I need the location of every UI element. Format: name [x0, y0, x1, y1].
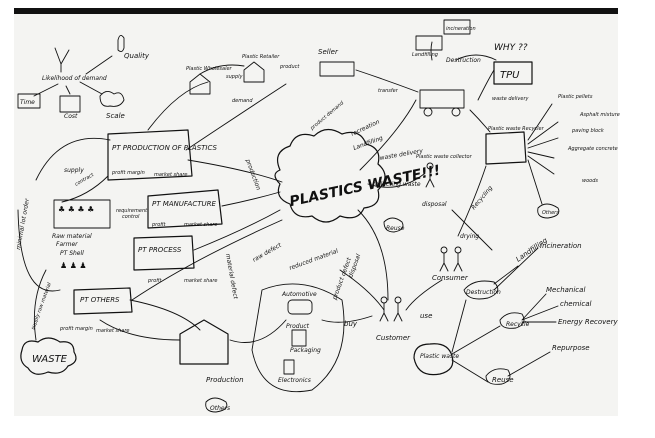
incineration-top-label: incineration	[446, 26, 476, 32]
chemical-tree-label: chemical	[560, 300, 591, 308]
reuse-tree-label: Reuse	[492, 376, 514, 384]
demand-top-label: demand	[232, 98, 253, 104]
top-black-bar	[14, 8, 618, 14]
svg-text:♟ ♟ ♟: ♟ ♟ ♟	[60, 261, 87, 270]
mechanical-tree-label: Mechanical	[546, 286, 585, 294]
waste-delivery-right-label: waste delivery	[492, 96, 530, 102]
recycle-tree-label: Recycle	[506, 321, 530, 328]
manufacture-label: PT MANUFACTURE	[152, 200, 216, 208]
waste-label: WASTE	[32, 354, 68, 365]
destruction-tree-label: Destruction	[466, 289, 501, 296]
landfilling-top-label: Landfilling	[412, 52, 438, 58]
production-profit: profit margin	[111, 170, 145, 176]
manufacture-profit: profit	[151, 222, 167, 228]
plastic-waste-collector-label: Plastic waste collector	[416, 154, 473, 160]
others-profit: profit margin	[59, 326, 93, 332]
automotive-label: Automotive	[281, 291, 317, 298]
production-market: market share	[154, 172, 187, 178]
paving-label: paving block	[571, 128, 605, 134]
others-product-label: Others	[210, 405, 230, 412]
likelihood-label: Likelihood of demand	[42, 75, 107, 82]
product-top-label: product	[279, 64, 300, 70]
production-label: Production	[206, 376, 244, 384]
supply-raw-2: supply	[64, 167, 84, 174]
buy-label: buy	[344, 320, 358, 328]
seller-label: Seller	[318, 48, 339, 56]
factory-process: PT PROCESS profit market share	[133, 235, 217, 284]
waste-cloud: WASTE	[20, 337, 77, 375]
factory-production: PT PRODUCTION OF PLASTICS profit margin …	[107, 129, 218, 181]
top-left-cluster: Likelihood of demand Time Cost Scale Qua…	[17, 35, 150, 120]
time-label: Time	[20, 99, 35, 106]
scale-label: Scale	[106, 112, 125, 120]
drying-label: drying	[460, 233, 479, 240]
recycler-group: Plastic waste Recycler Plastic pellets A…	[485, 94, 620, 219]
disposal-mid-label: disposal	[422, 201, 447, 208]
product-label: Product	[286, 323, 310, 330]
electronics-label: Electronics	[278, 377, 311, 384]
paper-background	[14, 10, 618, 416]
incineration-tree-label: Incineration	[540, 242, 582, 250]
why-label: WHY ??	[494, 43, 528, 53]
others-market: market share	[96, 328, 129, 334]
aggregate-label: Aggregate concrete	[567, 146, 618, 152]
others-factory-label: PT OTHERS	[80, 296, 120, 304]
plastic-waste-label: Plastic waste	[420, 353, 459, 360]
raw-material-label: Raw material	[52, 233, 92, 240]
process-profit: profit	[147, 278, 163, 284]
process-label: PT PROCESS	[138, 246, 182, 254]
cost-label: Cost	[64, 113, 78, 120]
control-label: control	[122, 214, 140, 220]
connectors	[17, 41, 497, 343]
collecting-waste-label: collecting waste	[372, 181, 421, 188]
pt-shell-label: PT Shell	[60, 250, 84, 257]
reuse-small-label: Reuse	[386, 225, 405, 232]
production-factory-label: PT PRODUCTION OF PLASTICS	[112, 144, 218, 152]
supply-top-label: supply	[226, 74, 244, 80]
plastic-retailer-label: Plastic Retailer	[242, 54, 280, 60]
svg-text:♣ ♣ ♣ ♣: ♣ ♣ ♣ ♣	[58, 205, 94, 214]
transfer-label: transfer	[378, 88, 399, 94]
customer-label: Customer	[376, 334, 411, 342]
manufacture-market: market share	[184, 222, 217, 228]
energy-recovery-tree-label: Energy Recovery	[558, 318, 618, 326]
tpu-group: Landfilling incineration Destruction WHY…	[412, 19, 533, 102]
consumer-label: Consumer	[432, 274, 469, 282]
packaging-label: Packaging	[290, 347, 321, 354]
factory-others: PT OTHERS profit margin market share	[59, 287, 133, 334]
others-recycled-label: Others	[542, 210, 559, 216]
destruction-top-label: Destruction	[446, 57, 481, 64]
pellets-label: Plastic pellets	[558, 94, 593, 100]
use-label: use	[420, 312, 432, 320]
production-building: Production	[179, 319, 244, 384]
process-market: market share	[184, 278, 217, 284]
asphalt-label: Asphalt mixture	[579, 112, 620, 118]
quality-label: Quality	[124, 52, 150, 60]
farmer-label: Farmer	[56, 241, 78, 248]
tpu-label: TPU	[500, 70, 520, 81]
requirement-label: requirement	[116, 208, 148, 214]
repurpose-tree-label: Repurpose	[552, 344, 590, 352]
factory-manufacture: PT MANUFACTURE profit market share	[147, 189, 223, 229]
woods-label: woods	[582, 178, 598, 184]
recycler-label: Plastic waste Recycler	[488, 126, 545, 132]
